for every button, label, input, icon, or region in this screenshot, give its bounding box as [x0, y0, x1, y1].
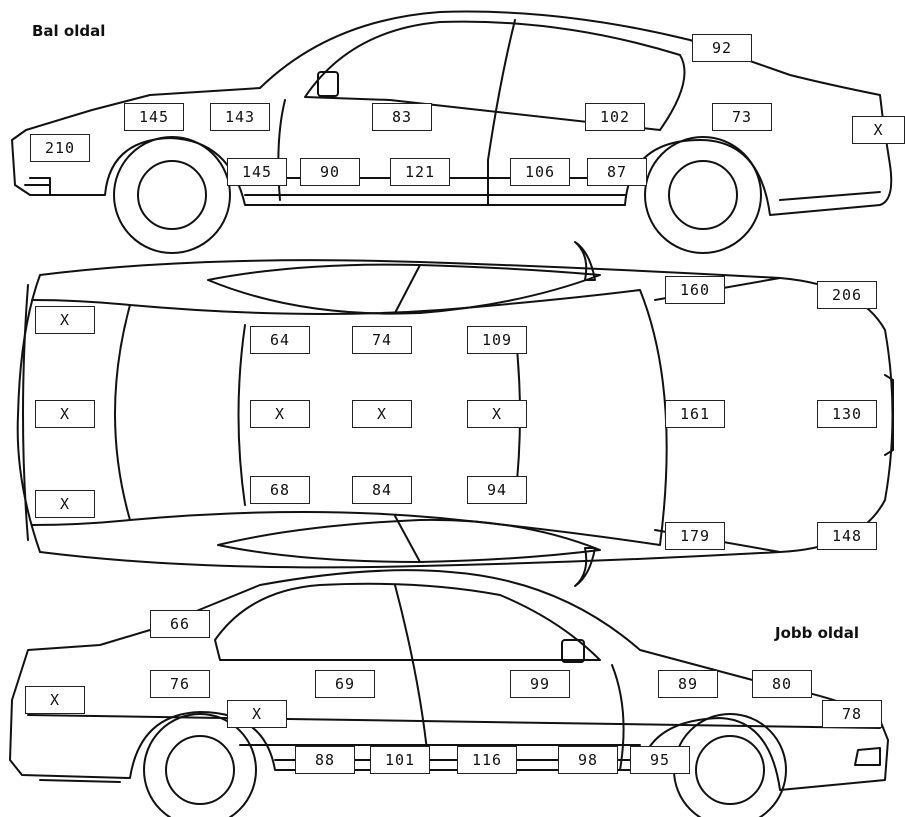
measurement-box: 98	[558, 746, 618, 774]
measurement-box: 64	[250, 326, 310, 354]
measurement-box: X	[35, 490, 95, 518]
measurement-box: 73	[712, 103, 772, 131]
measurement-box: 78	[822, 700, 882, 728]
top-view-car-outline	[16, 241, 894, 587]
measurement-box: 130	[817, 400, 877, 428]
measurement-box: 179	[665, 522, 725, 550]
measurement-box: 89	[658, 670, 718, 698]
measurement-box: X	[852, 116, 905, 144]
left-side-title: Bal oldal	[32, 22, 106, 40]
measurement-box: 160	[665, 276, 725, 304]
measurement-box: X	[467, 400, 527, 428]
measurement-box: 66	[150, 610, 210, 638]
measurement-box: 92	[692, 34, 752, 62]
measurement-box: 90	[300, 158, 360, 186]
measurement-box: 88	[295, 746, 355, 774]
measurement-box: 99	[510, 670, 570, 698]
measurement-box: 80	[752, 670, 812, 698]
measurement-box: 69	[315, 670, 375, 698]
right-side-title: Jobb oldal	[775, 624, 860, 642]
measurement-box: X	[25, 686, 85, 714]
measurement-box: 148	[817, 522, 877, 550]
measurement-box: 76	[150, 670, 210, 698]
measurement-box: 83	[372, 103, 432, 131]
measurement-box: X	[227, 700, 287, 728]
measurement-box: 145	[227, 158, 287, 186]
left-side-car-outline	[11, 10, 893, 254]
measurement-box: 68	[250, 476, 310, 504]
measurement-box: 74	[352, 326, 412, 354]
measurement-box: 206	[817, 281, 877, 309]
measurement-box: 121	[390, 158, 450, 186]
measurement-box: 143	[210, 103, 270, 131]
measurement-box: 145	[124, 103, 184, 131]
measurement-box: X	[35, 306, 95, 334]
measurement-box: X	[250, 400, 310, 428]
measurement-box: 116	[457, 746, 517, 774]
measurement-box: 101	[370, 746, 430, 774]
measurement-box: X	[35, 400, 95, 428]
measurement-box: 161	[665, 400, 725, 428]
measurement-box: 106	[510, 158, 570, 186]
measurement-box: 109	[467, 326, 527, 354]
measurement-box: 84	[352, 476, 412, 504]
measurement-box: 94	[467, 476, 527, 504]
measurement-box: 95	[630, 746, 690, 774]
measurement-box: X	[352, 400, 412, 428]
measurement-box: 87	[587, 158, 647, 186]
measurement-box: 102	[585, 103, 645, 131]
measurement-box: 210	[30, 134, 90, 162]
